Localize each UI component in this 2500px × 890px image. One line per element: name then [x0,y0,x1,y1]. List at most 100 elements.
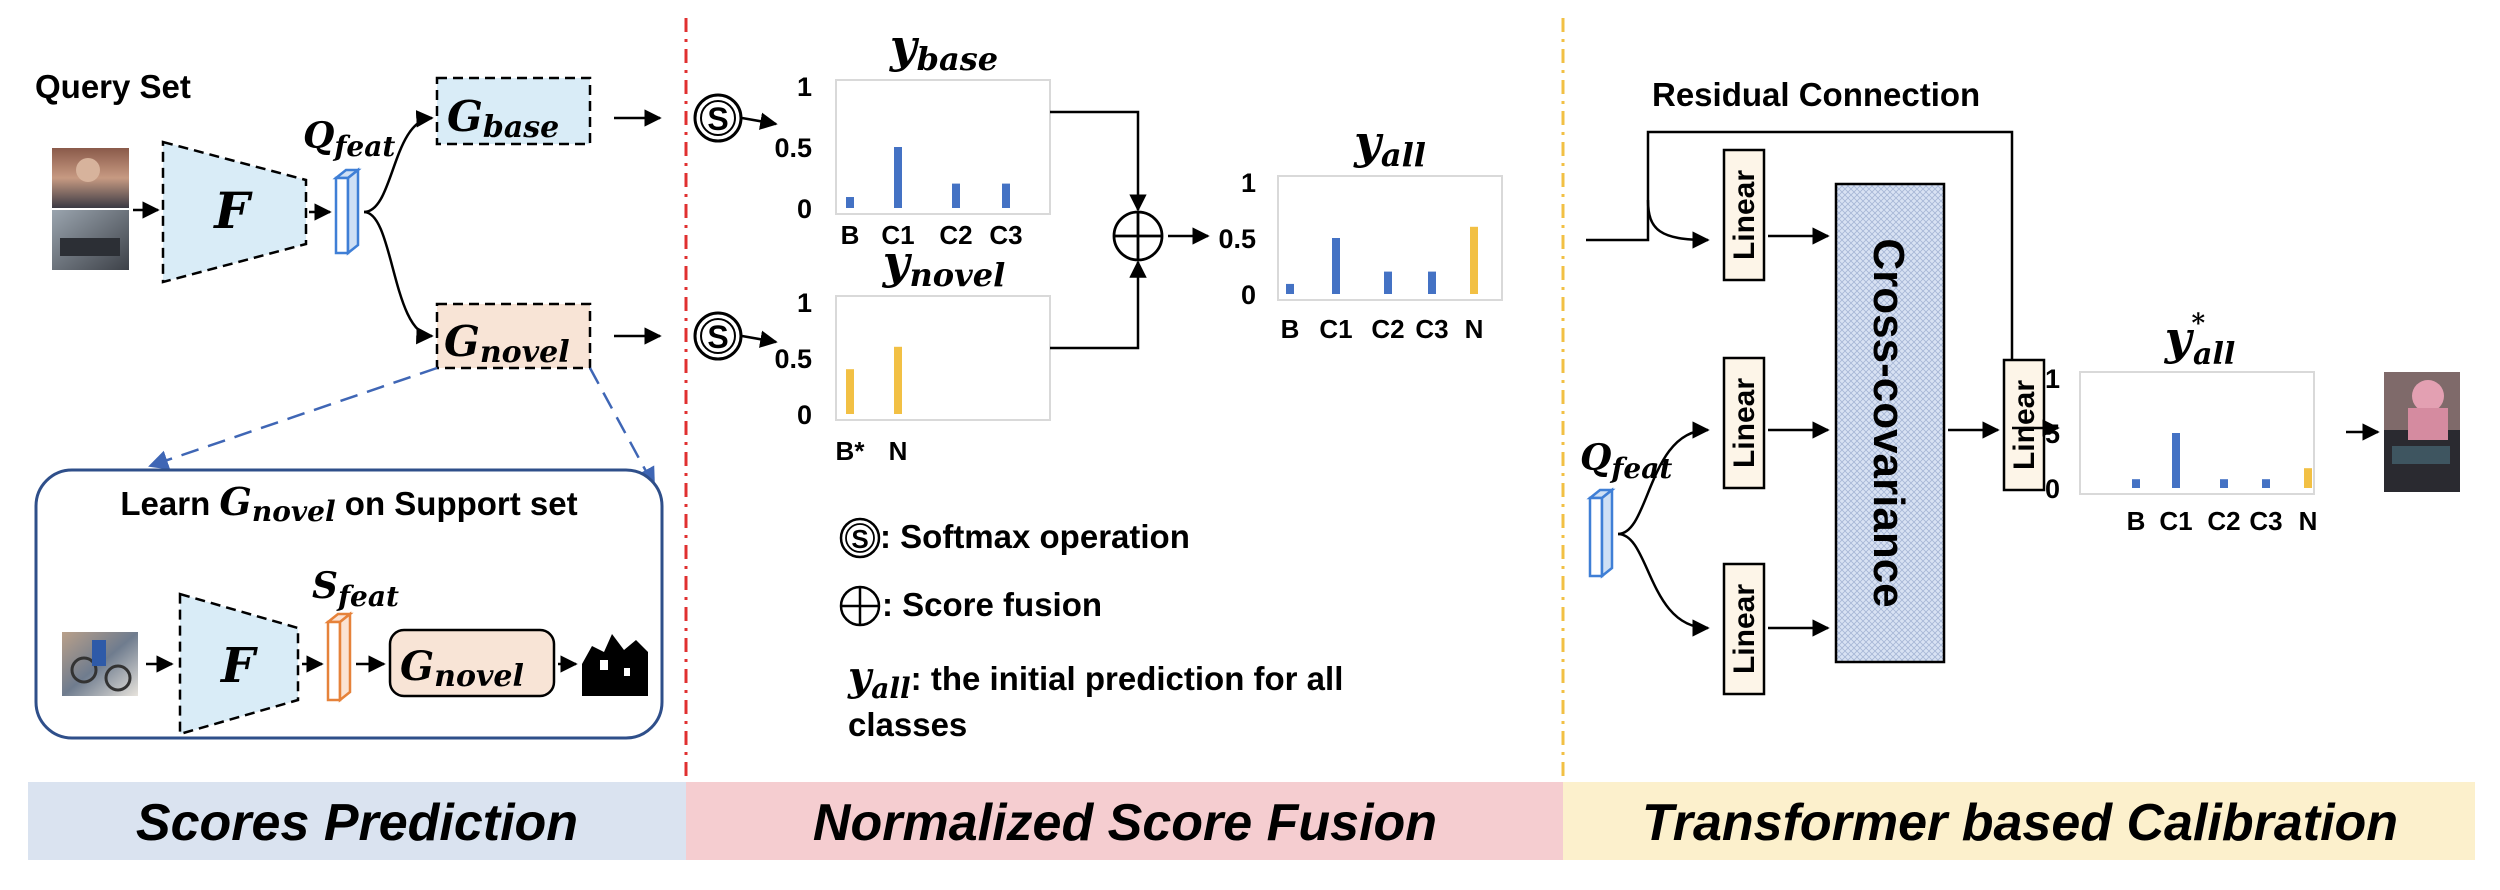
y-tick-label: 1 [1241,168,1256,198]
support-encoder-f-label: F [219,638,258,694]
bar [2220,479,2228,488]
category-label: C2 [1371,314,1404,344]
legend-fusion-text: : Score fusion [882,586,1102,623]
legend-softmax: S : Softmax operation [839,517,1190,559]
section-bar-scores [28,782,686,860]
svg-text:Linear: Linear [1728,378,1761,468]
category-label: C2 [2207,506,2240,536]
bar [1384,271,1392,294]
score-fusion-op [1112,210,1164,262]
category-label: B [841,220,860,250]
bar [952,183,960,208]
svg-text:S: S [707,319,728,355]
y-tick-label: 0 [2045,474,2060,504]
linear-output: Linear [2002,358,2046,492]
residual-connection [1586,130,2021,430]
support-image [62,632,138,696]
chart-title: yall [1353,115,1426,174]
linear-top: Linear [1722,148,1766,282]
final-segmentation-image [2384,372,2460,492]
bar [1332,238,1340,294]
support-g-novel-box [388,628,556,698]
y-tick-label: 0 [1241,280,1256,310]
section-bar-calibration [1563,782,2475,860]
y-tick-label: 0 [797,400,812,430]
chart-y-base: 1 0.5 0B C1 C2 C3 ybase [774,19,1051,250]
category-label: N [2299,506,2318,536]
chart-title: y*all [2164,309,2236,372]
support-set-title: Learn Gnovel on Support set [120,479,577,528]
category-label: C1 [2159,506,2192,536]
linear-middle: Linear [1722,356,1766,490]
bar [894,346,902,414]
svg-text:classes: classes [848,706,967,743]
softmax-op-novel: S [693,311,743,361]
legend-softmax-text: : Softmax operation [880,518,1190,555]
bar [894,147,902,208]
y-tick-label: 1 [797,288,812,318]
category-label: C3 [2249,506,2282,536]
category-label: N [889,436,908,466]
section-label-fusion: Normalized Score Fusion [813,794,1437,852]
category-label: B [1281,314,1300,344]
bar [846,197,854,208]
y-tick-label: 1 [797,72,812,102]
encoder-f-label: F [212,181,253,240]
svg-text:Linear: Linear [1728,584,1761,674]
q-feat-feature [332,167,362,256]
svg-text:Linear: Linear [2008,380,2041,470]
section-label-calibration: Transformer based Calibration [1642,794,2398,852]
residual-label: Residual Connection [1652,76,1980,113]
bar [1428,271,1436,294]
chart-plot-area [2079,371,2315,495]
svg-text:S: S [707,101,728,137]
svg-text:yall: the initial prediction f: yall: the initial prediction for all [847,653,1343,705]
g-novel-box [435,302,592,370]
y-tick-label: 0.5 [774,133,812,163]
chart-plot-area [835,295,1051,421]
category-label: C2 [939,220,972,250]
calib-q-feat-feature [1586,487,1616,579]
category-label: C3 [989,220,1022,250]
bar [1470,226,1478,294]
y-tick-label: 0.5 [774,344,812,374]
category-label: C3 [1415,314,1448,344]
section-label-scores: Scores Prediction [136,794,578,852]
encoder-f [161,140,308,284]
bar [1002,183,1010,208]
y-tick-label: 1 [2045,364,2060,394]
bar [846,369,854,414]
g-base-box [435,76,592,146]
svg-text:Linear: Linear [1728,170,1761,260]
query-image [52,148,129,270]
svg-text:Cross-covariance: Cross-covariance [1864,238,1913,607]
s-feat-feature [324,611,354,703]
category-label: B* [836,436,866,466]
chart-title: ynovel [882,235,1005,294]
q-feat-label: Qfeat [303,115,395,163]
section-bar-fusion [686,782,1563,860]
g-novel-label: Gnovel [444,317,570,370]
support-encoder-f [178,592,300,736]
legend-fusion: : Score fusion [839,585,1102,627]
category-label: N [1465,314,1484,344]
category-label: C1 [881,220,914,250]
softmax-op-base: S [693,93,743,143]
chart-title: ybase [889,19,998,78]
y-tick-label: 0 [797,194,812,224]
bar [1286,283,1294,294]
y-tick-label: 0.5 [1218,224,1256,254]
bar [2262,479,2270,488]
g-base-label: Gbase [447,92,559,145]
support-g-novel-label: Gnovel [400,643,524,694]
cross-covariance-block: Cross-covariance [1834,182,1946,664]
s-feat-label: Sfeat [312,565,399,613]
bar [2172,433,2180,488]
category-label: C1 [1319,314,1352,344]
support-mask-output [582,632,648,696]
query-set-label: Query Set [35,68,191,105]
